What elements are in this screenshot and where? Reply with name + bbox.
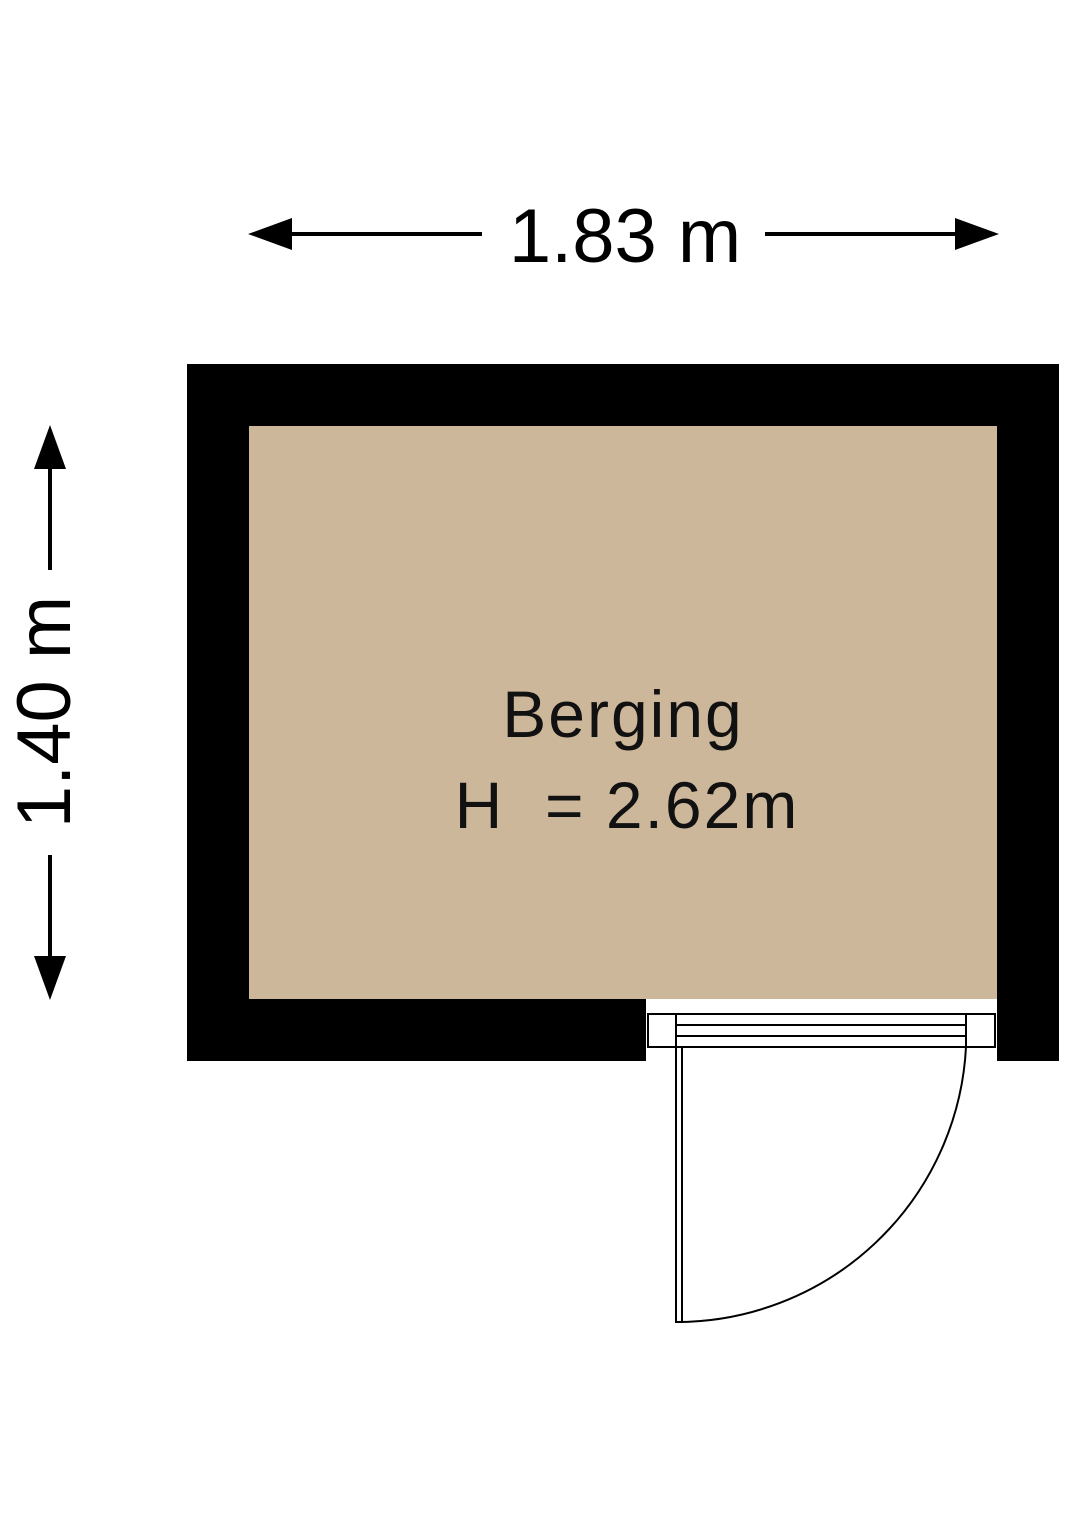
walls — [187, 364, 1059, 1061]
door-leaf — [675, 1046, 683, 1323]
width-arrow-right-icon — [955, 218, 999, 250]
room-height-label: H = 2.62m — [455, 768, 800, 842]
room-name-label: Berging — [502, 677, 744, 751]
depth-arrow-up-icon — [34, 425, 66, 469]
width-dimension-label: 1.83 m — [509, 194, 741, 279]
width-dimension: 1.83 m — [248, 194, 999, 279]
depth-dimension-label: 1.40 m — [2, 596, 87, 828]
width-arrow-left-icon — [248, 218, 292, 250]
wall-right — [997, 364, 1059, 1061]
door-jamb-left — [647, 1013, 677, 1048]
room-floor — [249, 426, 997, 999]
door-swing-arc — [675, 1046, 967, 1324]
wall-left — [187, 364, 249, 1061]
depth-dimension: 1.40 m — [2, 425, 87, 1000]
depth-arrow-down-icon — [34, 956, 66, 1000]
door-jamb-right — [965, 1013, 996, 1048]
door-swing-icon — [675, 1046, 967, 1324]
door-frame — [647, 1013, 996, 1048]
wall-bottom-right — [997, 999, 1059, 1061]
wall-top — [187, 364, 1059, 426]
wall-bottom-left — [187, 999, 646, 1061]
